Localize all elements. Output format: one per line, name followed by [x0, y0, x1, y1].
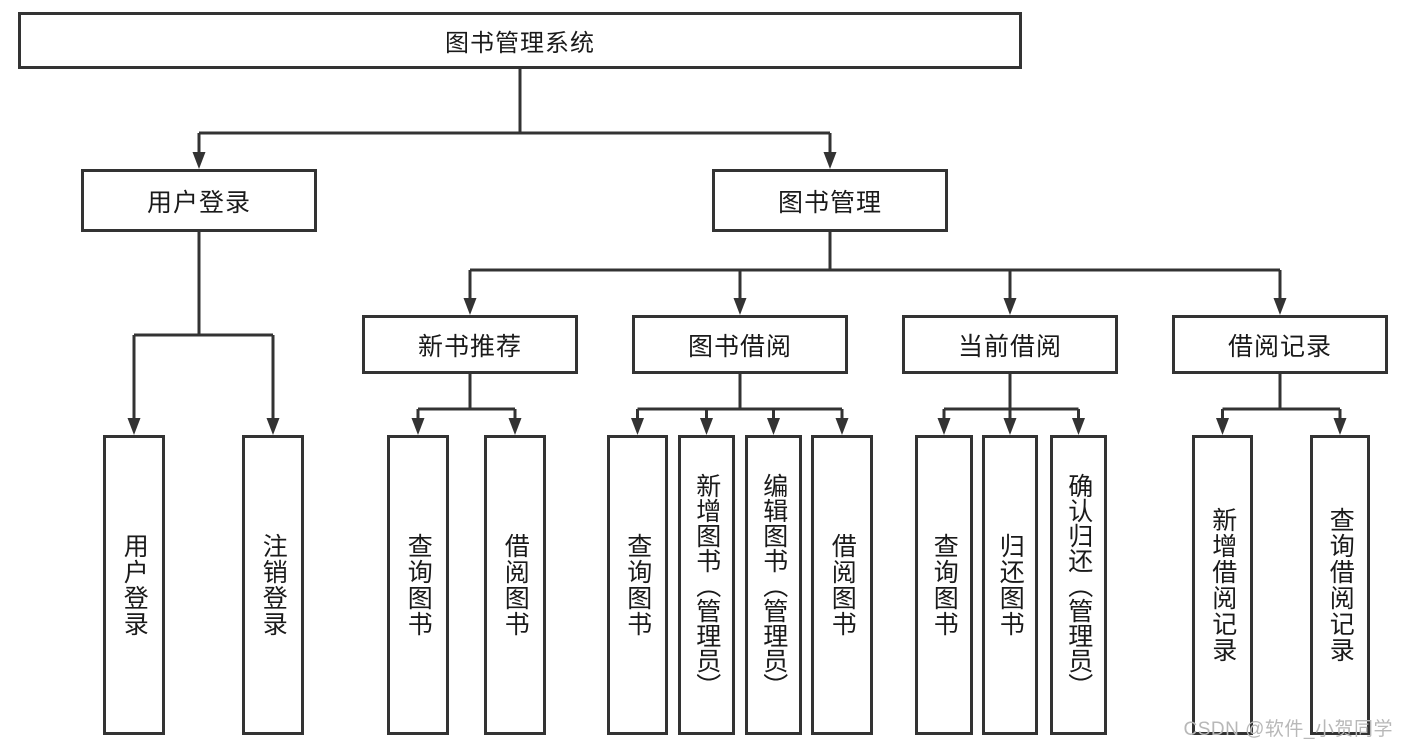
arrow-head-icon [127, 418, 141, 435]
arrow-head-icon [823, 152, 837, 169]
arrow-head-icon [1333, 418, 1347, 435]
node-box-leaf-add-book[interactable] [678, 435, 735, 735]
node-box-book-manage[interactable] [712, 169, 948, 232]
node-box-leaf-query-book-cur[interactable] [915, 435, 973, 735]
node-box-leaf-confirm-return[interactable] [1050, 435, 1107, 735]
arrow-head-icon [1216, 418, 1229, 435]
node-box-leaf-logout[interactable] [242, 435, 304, 735]
node-box-leaf-user-login[interactable] [103, 435, 165, 735]
arrow-head-icon [508, 418, 522, 435]
node-box-new-book-recommend[interactable] [362, 315, 578, 374]
arrow-head-icon [266, 418, 280, 435]
arrow-head-icon [1003, 298, 1017, 315]
connector-layer [127, 69, 1347, 435]
node-box-current-borrow[interactable] [902, 315, 1118, 374]
node-box-leaf-query-book-borrow[interactable] [607, 435, 668, 735]
watermark-text: CSDN @软件_小贺同学 [1183, 719, 1393, 740]
node-box-layer [18, 12, 1388, 735]
arrow-head-icon [1072, 418, 1085, 435]
arrow-head-icon [733, 298, 747, 315]
arrow-head-icon [1003, 418, 1017, 435]
node-box-leaf-query-record[interactable] [1310, 435, 1370, 735]
arrow-head-icon [700, 418, 713, 435]
node-box-root[interactable] [18, 12, 1022, 69]
arrow-head-icon [767, 418, 780, 435]
node-box-leaf-query-book-rec[interactable] [387, 435, 449, 735]
arrow-head-icon [411, 418, 425, 435]
arrow-head-icon [631, 418, 644, 435]
node-box-leaf-edit-book[interactable] [745, 435, 802, 735]
node-box-leaf-borrow-book[interactable] [811, 435, 873, 735]
node-box-leaf-borrow-book-rec[interactable] [484, 435, 546, 735]
arrow-head-icon [1273, 298, 1287, 315]
node-box-leaf-return-book[interactable] [982, 435, 1038, 735]
node-box-leaf-add-record[interactable] [1192, 435, 1253, 735]
node-box-user-login[interactable] [81, 169, 317, 232]
arrow-head-icon [192, 152, 206, 169]
node-box-book-borrow[interactable] [632, 315, 848, 374]
arrow-head-icon [835, 418, 849, 435]
node-box-borrow-record[interactable] [1172, 315, 1388, 374]
arrow-head-icon [463, 298, 477, 315]
arrow-head-icon [937, 418, 951, 435]
